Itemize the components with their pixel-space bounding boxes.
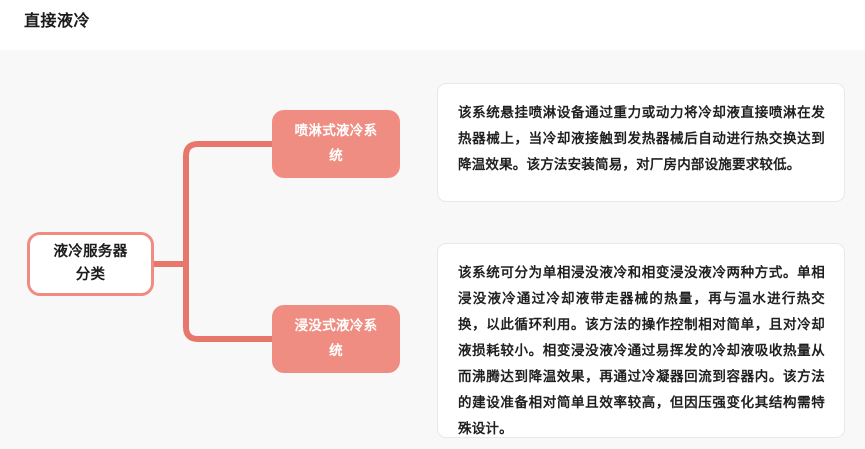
description-panel-immersion-text: 该系统可分为单相浸没液冷和相变浸没液冷两种方式。单相浸没液冷通过冷却液带走器械的… xyxy=(458,265,825,437)
branch-node-spray-label: 喷淋式液冷系 统 xyxy=(285,119,388,169)
branch-node-immersion[interactable]: 浸没式液冷系 统 xyxy=(272,305,400,373)
root-node-label-line1: 液冷服务器 xyxy=(53,244,128,260)
root-node-label-line2: 分类 xyxy=(75,267,106,283)
description-panel-spray-text: 该系统悬挂喷淋设备通过重力或动力将冷却液直接喷淋在发热器械上，当冷却液接触到发热… xyxy=(458,105,825,173)
branch-node-spray-label-line2: 统 xyxy=(329,148,343,164)
root-node[interactable]: 液冷服务器 分类 xyxy=(27,232,154,296)
branch-node-immersion-label-line1: 浸没式液冷系 xyxy=(294,318,378,334)
branch-node-spray[interactable]: 喷淋式液冷系 统 xyxy=(272,110,400,178)
branch-node-immersion-label-line2: 统 xyxy=(329,343,343,359)
connector-branch-2 xyxy=(183,264,272,342)
root-node-label: 液冷服务器 分类 xyxy=(46,241,136,287)
description-panel-spray: 该系统悬挂喷淋设备通过重力或动力将冷却液直接喷淋在发热器械上，当冷却液接触到发热… xyxy=(437,83,845,202)
connector-branch-1 xyxy=(183,141,272,264)
branch-node-spray-label-line1: 喷淋式液冷系 xyxy=(294,123,378,139)
description-panel-immersion: 该系统可分为单相浸没液冷和相变浸没液冷两种方式。单相浸没液冷通过冷却液带走器械的… xyxy=(437,243,845,438)
branch-node-immersion-label: 浸没式液冷系 统 xyxy=(285,314,388,364)
mindmap-canvas: 液冷服务器 分类 喷淋式液冷系 统 浸没式液冷系 统 该系统悬挂喷淋设备通过重力… xyxy=(0,50,865,449)
page-title: 直接液冷 xyxy=(24,11,91,30)
